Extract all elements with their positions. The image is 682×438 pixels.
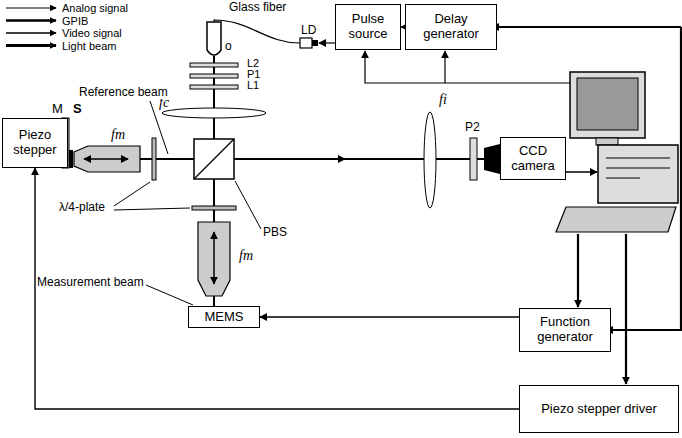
legend-label: Video signal xyxy=(62,27,122,39)
legend-label: Light beam xyxy=(62,40,116,52)
legend-label: GPIB xyxy=(62,15,88,27)
beam-direction xyxy=(330,158,345,160)
part-label: Glass fiber xyxy=(228,1,287,14)
legend-sample xyxy=(6,44,56,47)
laser-diode xyxy=(300,38,312,48)
focal-length-label: fm xyxy=(110,127,126,142)
box-label: Piezo stepper xyxy=(3,128,67,158)
instrument-box: Delay generator xyxy=(405,4,497,50)
computer-monitor xyxy=(570,72,645,138)
box-label: Function generator xyxy=(520,315,610,345)
instrument-box: Function generator xyxy=(519,308,611,352)
imaging-lens xyxy=(424,112,436,208)
legend-sample xyxy=(6,32,56,34)
gpib-bus xyxy=(625,234,627,384)
part-label: M xyxy=(51,102,64,116)
camera-lens xyxy=(484,144,500,174)
device-box: MEMS xyxy=(188,306,260,328)
instrument-box: Pulse source xyxy=(335,4,401,50)
trigger-wire xyxy=(444,51,445,83)
signal-wire xyxy=(260,316,519,317)
part-label: λ/4-plate xyxy=(58,201,106,214)
beam-splitter xyxy=(194,139,234,179)
reference-objective xyxy=(74,146,140,172)
trigger-wire xyxy=(365,51,570,83)
part-label: Measurement beam xyxy=(36,276,145,289)
part-label: S xyxy=(72,102,83,116)
lens-l2 xyxy=(190,63,238,67)
computer-screen xyxy=(577,78,638,130)
part-label: P2 xyxy=(464,121,481,134)
lens-l1 xyxy=(190,85,238,89)
computer-case xyxy=(598,145,678,203)
legend-label: Analog signal xyxy=(62,2,128,14)
part-label: PBS xyxy=(262,226,288,239)
leader-line xyxy=(114,208,190,210)
keyboard xyxy=(556,207,676,232)
polarizer-p1 xyxy=(190,74,238,78)
gpib-bus xyxy=(606,27,681,330)
splitter-diagonal xyxy=(194,139,234,179)
drive-cable xyxy=(35,168,519,409)
collimator-lens xyxy=(162,108,266,118)
drive-slot xyxy=(606,158,670,159)
legend-sample xyxy=(6,8,56,9)
vertical-beam xyxy=(213,56,215,306)
drive-wire xyxy=(319,42,335,43)
polarizer-p2 xyxy=(470,138,477,180)
focal-length-label: fi xyxy=(438,92,448,107)
gpib-bus xyxy=(492,26,681,28)
monitor-stand xyxy=(596,138,618,145)
leader-line xyxy=(235,181,261,229)
part-label: L1 xyxy=(246,79,260,91)
laser-diode-pin xyxy=(312,40,318,46)
legend-samples xyxy=(0,0,70,60)
measurement-objective xyxy=(198,222,230,296)
legend-sample xyxy=(6,19,56,21)
instrument-box: Piezo stepper driver xyxy=(519,385,679,433)
box-label: CCD camera xyxy=(501,144,565,174)
drive-slot xyxy=(606,168,670,169)
quarter-wave-plate xyxy=(192,206,236,210)
focal-length-label: fm xyxy=(238,248,254,263)
box-label: Delay generator xyxy=(406,12,496,42)
instrument-box: CCD camera xyxy=(500,137,566,180)
box-label: Piezo stepper driver xyxy=(541,402,657,417)
box-label: Pulse source xyxy=(336,12,400,42)
part-label: LD xyxy=(300,24,317,37)
drive-slot xyxy=(606,178,640,179)
leader-line xyxy=(114,182,150,206)
box-label: MEMS xyxy=(205,310,244,325)
gpib-bus xyxy=(577,234,579,307)
leader-line xyxy=(146,285,193,305)
scan-arrow xyxy=(213,232,215,284)
part-label: o xyxy=(224,40,233,53)
quarter-wave-plate xyxy=(152,138,156,180)
part-label: Reference beam xyxy=(78,86,169,99)
scan-arrow xyxy=(84,158,128,160)
fiber-holder xyxy=(207,22,221,55)
sample xyxy=(69,150,73,168)
instrument-box: Piezo stepper xyxy=(2,118,68,168)
